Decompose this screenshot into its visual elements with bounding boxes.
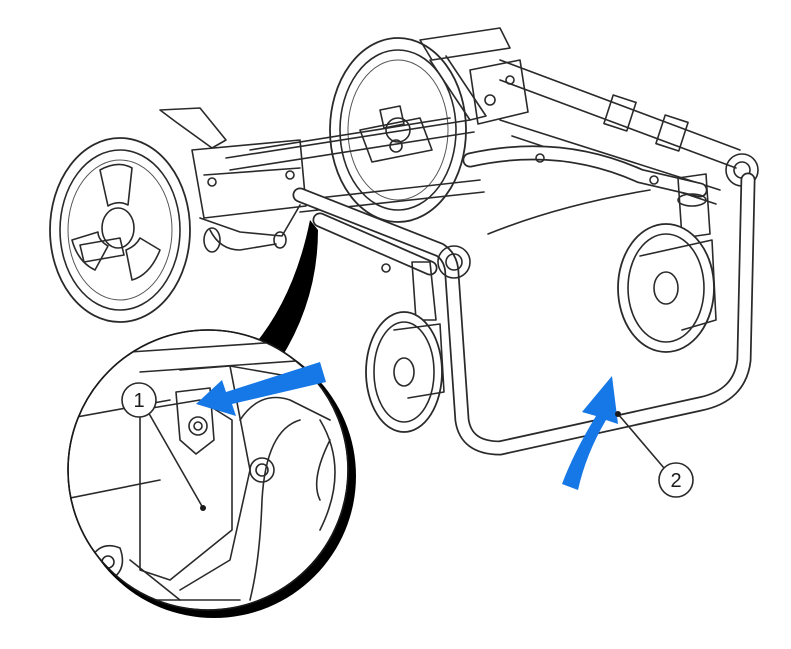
front-wheel-right — [617, 173, 717, 353]
stroller-chassis — [49, 27, 759, 456]
callout-1: 1 — [121, 382, 206, 511]
rear-wheel-front — [49, 137, 191, 323]
side-rail-back — [499, 59, 759, 205]
lift-arrow-icon — [562, 376, 618, 490]
callout-1-label: 1 — [133, 390, 144, 412]
rear-wheel-back — [329, 37, 467, 223]
callout-2: 2 — [615, 411, 694, 498]
front-wheel-left — [365, 261, 445, 433]
callout-2-label: 2 — [670, 470, 681, 492]
magnifier-leader-wedge — [250, 220, 318, 360]
release-arrow-icon — [196, 362, 326, 416]
front-tube-frame — [292, 145, 756, 456]
fold-mechanism — [359, 27, 529, 163]
rear-axle-assembly — [159, 107, 307, 253]
